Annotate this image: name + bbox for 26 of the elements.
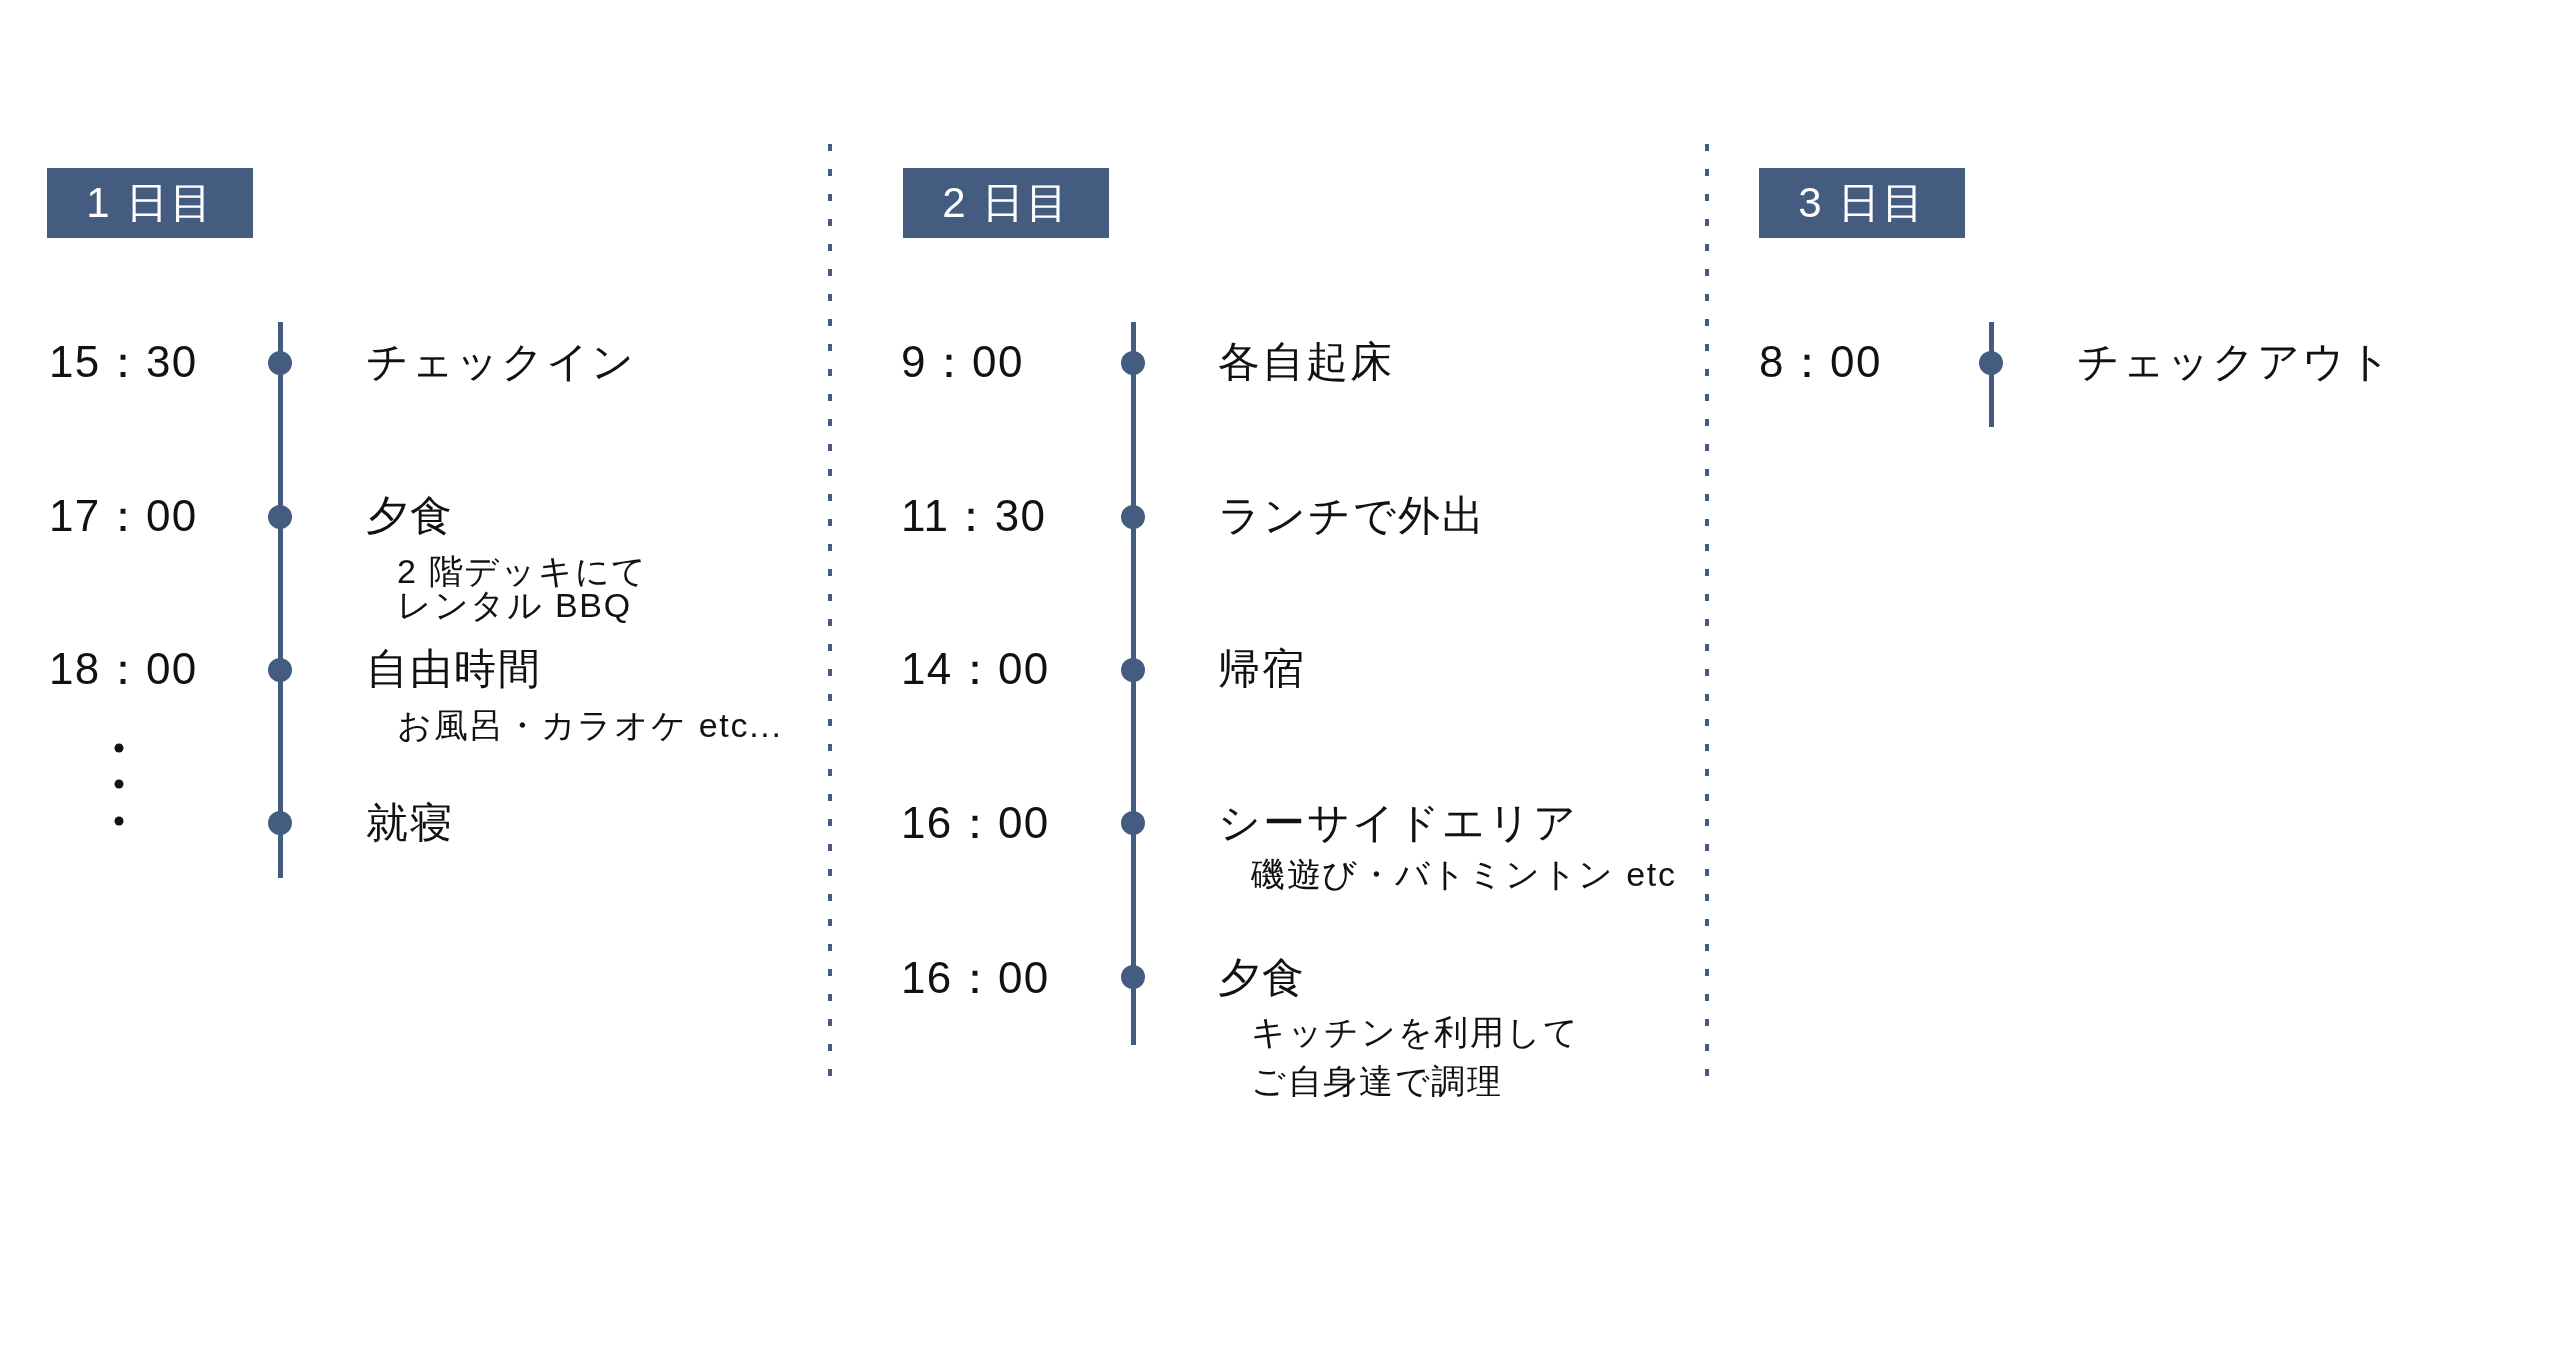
day-header: 3 日目 [1759,168,1965,238]
day-header: 2 日目 [903,168,1109,238]
event-title: 夕食 [1218,953,1307,1003]
event-note: 2 階デッキにてレンタル BBQ [397,554,649,622]
time-label: 16：00 [901,952,1050,1004]
event-title: チェックイン [366,337,637,387]
event-title: 夕食 [366,491,455,541]
time-label: 17：00 [49,490,198,542]
event-title: シーサイドエリア [1218,798,1578,848]
event-title: 各自起床 [1218,337,1395,387]
time-label: 8：00 [1759,336,1882,388]
event-note: 磯遊び・バトミントン etc [1251,854,1677,894]
event-title: 就寝 [366,798,455,848]
day-header: 1 日目 [47,168,253,238]
time-label: 11：30 [901,490,1047,542]
time-label: 9：00 [901,336,1024,388]
event-title: 自由時間 [366,644,543,694]
time-label: 16：00 [901,797,1050,849]
event-note: お風呂・カラオケ etc... [397,705,783,745]
event-title: 帰宿 [1218,644,1307,694]
time-label: 15：30 [49,336,198,388]
event-title: チェックアウト [2077,337,2393,387]
time-label: 18：00 [49,643,198,695]
event-note: キッチンを利用してご自身達で調理 [1251,1011,1581,1102]
event-title: ランチで外出 [1218,491,1487,541]
time-label: 14：00 [901,643,1050,695]
